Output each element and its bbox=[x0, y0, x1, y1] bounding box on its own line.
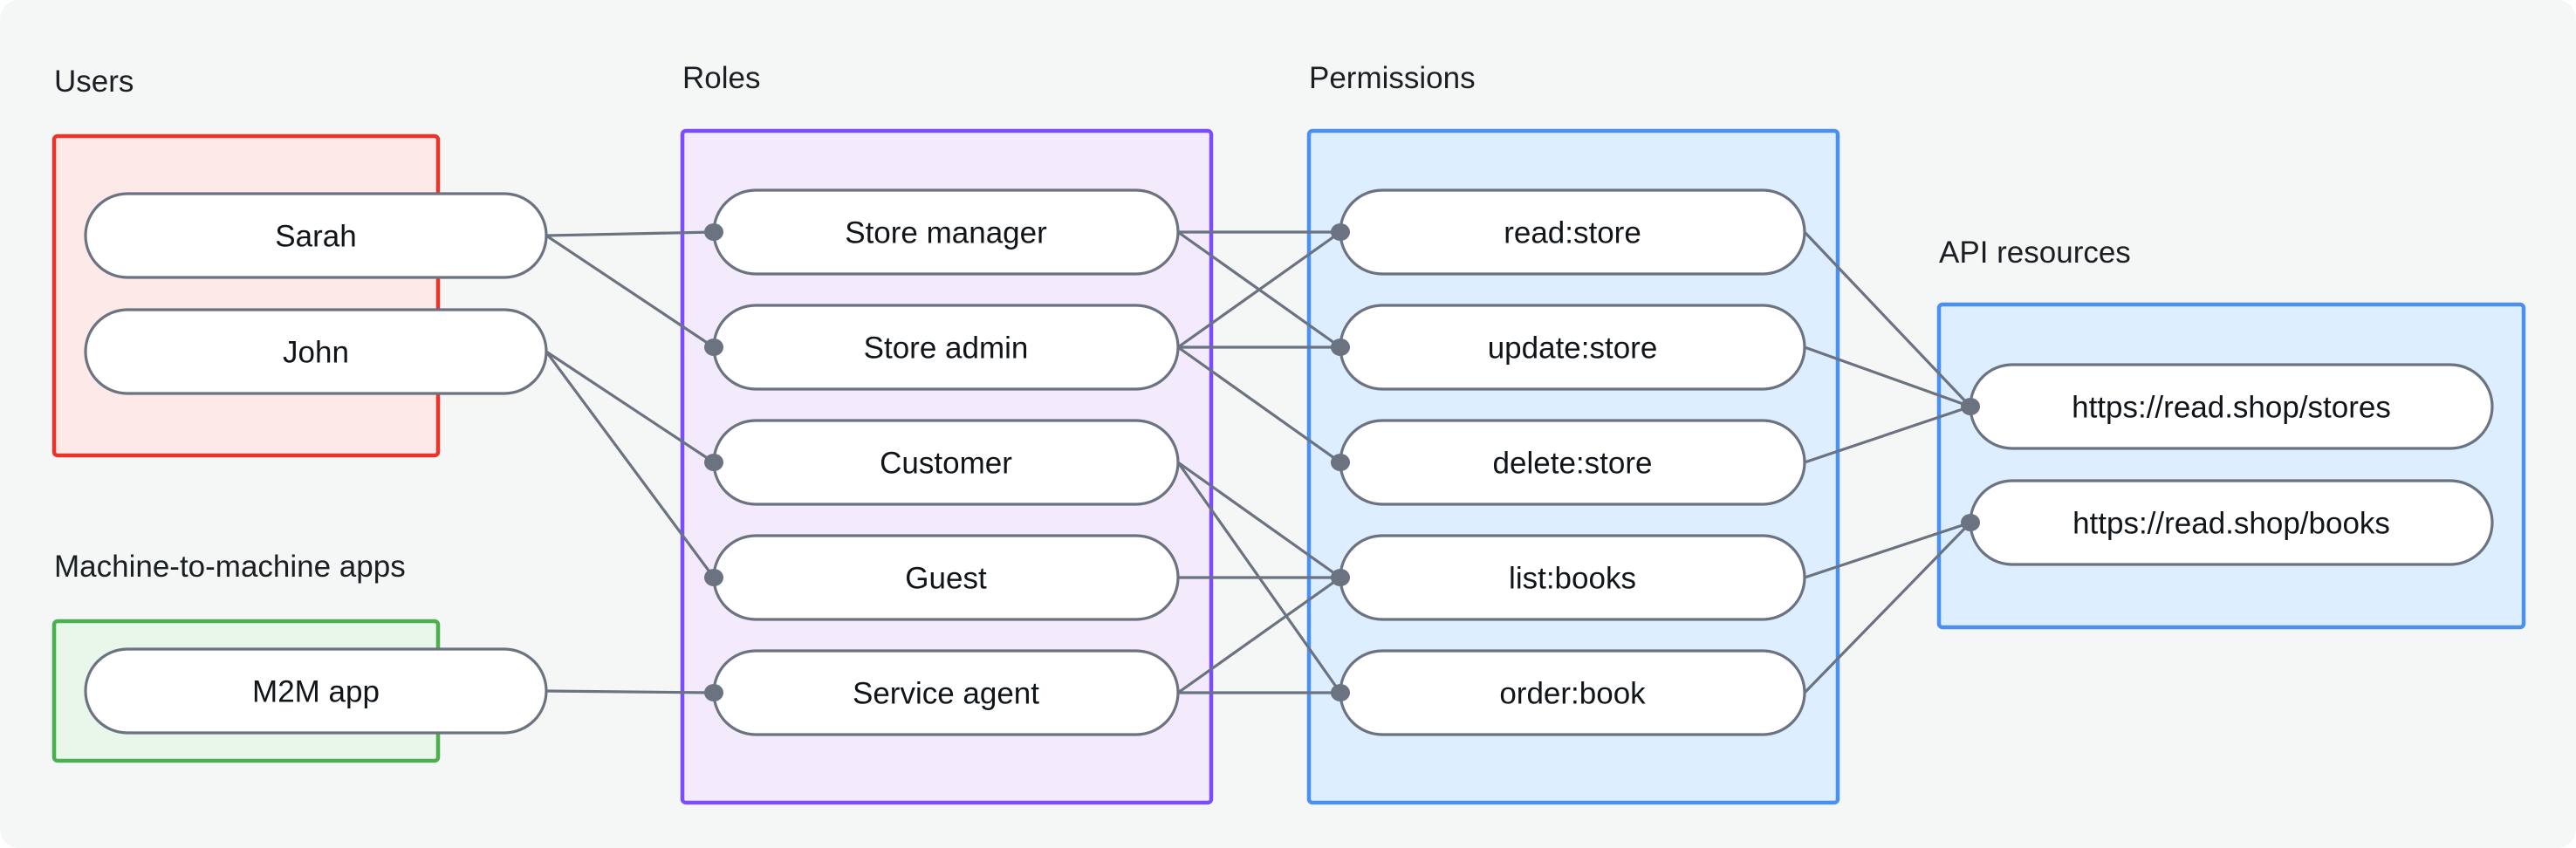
node-label-resstores: https://read.shop/stores bbox=[2072, 391, 2391, 425]
edge-sarah-to-storemgr bbox=[545, 230, 715, 237]
node-svcagent[interactable]: Service agent bbox=[712, 649, 1180, 736]
connector-dot-resbooks bbox=[1961, 514, 1980, 531]
edges-layer bbox=[545, 230, 1972, 694]
node-label-john: John bbox=[283, 336, 349, 370]
connector-dot-customer bbox=[704, 454, 723, 471]
connector-dot-guest bbox=[704, 569, 723, 586]
node-delstore[interactable]: delete:store bbox=[1339, 419, 1806, 506]
edge-svcagent-to-listbooks bbox=[1177, 576, 1341, 694]
node-storemgr[interactable]: Store manager bbox=[712, 188, 1180, 276]
node-listbooks[interactable]: list:books bbox=[1339, 534, 1806, 621]
connector-dot-listbooks bbox=[1331, 569, 1350, 586]
group-box-resources bbox=[1936, 302, 2526, 630]
node-label-customer: Customer bbox=[880, 447, 1012, 481]
edge-storeadmin-to-readstore bbox=[1177, 230, 1341, 349]
node-label-storemgr: Store manager bbox=[845, 216, 1047, 250]
node-label-guest: Guest bbox=[905, 562, 987, 596]
node-label-resbooks: https://read.shop/books bbox=[2072, 507, 2390, 541]
connector-dot-resstores bbox=[1961, 398, 1980, 415]
group-label-resources: API resources bbox=[1939, 236, 2131, 270]
node-storeadmin[interactable]: Store admin bbox=[712, 304, 1180, 391]
connector-dot-orderbook bbox=[1331, 684, 1350, 701]
node-label-storeadmin: Store admin bbox=[864, 332, 1029, 366]
node-john[interactable]: John bbox=[84, 308, 548, 395]
connector-dots-layer bbox=[704, 223, 1980, 701]
group-box-users bbox=[51, 133, 441, 458]
edge-customer-to-listbooks bbox=[1177, 461, 1341, 579]
group-label-permissions: Permissions bbox=[1309, 61, 1476, 95]
group-label-roles: Roles bbox=[682, 61, 760, 95]
edge-john-to-guest bbox=[545, 351, 716, 578]
node-label-sarah: Sarah bbox=[275, 220, 356, 254]
edge-storeadmin-to-delstore bbox=[1177, 345, 1341, 464]
connector-dot-storeadmin bbox=[704, 339, 723, 356]
node-sarah[interactable]: Sarah bbox=[84, 192, 548, 279]
connector-dot-storemgr bbox=[704, 223, 723, 241]
node-resbooks[interactable]: https://read.shop/books bbox=[1969, 479, 2494, 566]
node-label-listbooks: list:books bbox=[1509, 562, 1636, 596]
edge-listbooks-to-resbooks bbox=[1804, 521, 1971, 579]
node-guest[interactable]: Guest bbox=[712, 534, 1180, 621]
edge-orderbook-to-resbooks bbox=[1803, 521, 1972, 694]
node-label-m2mapp: M2M app bbox=[252, 675, 380, 709]
node-orderbook[interactable]: order:book bbox=[1339, 649, 1806, 736]
node-m2mapp[interactable]: M2M app bbox=[84, 647, 548, 735]
edge-readstore-to-resstores bbox=[1803, 230, 1972, 408]
node-label-orderbook: order:book bbox=[1499, 677, 1646, 711]
connector-dot-delstore bbox=[1331, 454, 1350, 471]
node-readstore[interactable]: read:store bbox=[1339, 188, 1806, 276]
edge-updstore-to-resstores bbox=[1804, 345, 1971, 408]
group-label-users: Users bbox=[54, 65, 134, 99]
connector-dot-readstore bbox=[1331, 223, 1350, 241]
group-label-m2m: Machine-to-machine apps bbox=[54, 550, 406, 584]
node-customer[interactable]: Customer bbox=[712, 419, 1180, 506]
edge-john-to-customer bbox=[545, 350, 715, 464]
edge-sarah-to-storeadmin bbox=[545, 234, 715, 349]
node-label-readstore: read:store bbox=[1504, 216, 1641, 250]
node-label-delstore: delete:store bbox=[1493, 447, 1653, 481]
edge-delstore-to-resstores bbox=[1804, 405, 1971, 464]
connector-dot-updstore bbox=[1331, 339, 1350, 356]
node-resstores[interactable]: https://read.shop/stores bbox=[1969, 363, 2494, 450]
connector-dot-svcagent bbox=[704, 684, 723, 701]
node-label-updstore: update:store bbox=[1488, 332, 1658, 366]
node-shape-m2mapp bbox=[84, 647, 548, 735]
edge-m2mapp-to-svcagent bbox=[545, 689, 715, 694]
node-updstore[interactable]: update:store bbox=[1339, 304, 1806, 391]
node-shape-john bbox=[84, 308, 548, 395]
node-shape-sarah bbox=[84, 192, 548, 279]
node-label-svcagent: Service agent bbox=[853, 677, 1039, 711]
